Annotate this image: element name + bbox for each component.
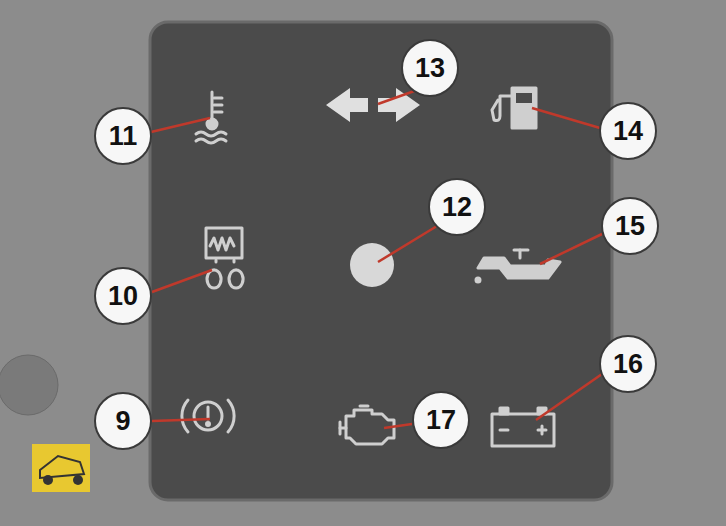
callout-circle: 17 [412, 391, 470, 449]
leader-line [536, 374, 602, 420]
leader-line [152, 270, 212, 292]
warning-panel [150, 22, 612, 500]
callout-circle: 16 [599, 335, 657, 393]
leader-line [151, 118, 210, 132]
callout-circle: 12 [428, 178, 486, 236]
leader-line [540, 234, 602, 264]
car-icon [32, 444, 90, 492]
callout-circle: 9 [94, 392, 152, 450]
leader-line [384, 424, 412, 428]
callout-number: 16 [613, 351, 643, 378]
callout-number: 17 [426, 407, 456, 434]
oil-pressure-icon [476, 250, 560, 282]
callout-circle: 13 [401, 39, 459, 97]
leader-lines [151, 80, 602, 428]
callout-circle: 14 [599, 102, 657, 160]
brake-warning-icon [182, 400, 234, 432]
glow-plug-icon [206, 228, 243, 288]
callout-number: 11 [109, 123, 138, 150]
callout-number: 13 [415, 55, 445, 82]
callout-circle: 15 [601, 197, 659, 255]
fuel-pump-icon [492, 88, 536, 128]
callout-circle: 10 [94, 267, 152, 325]
callout-number: 15 [615, 213, 645, 240]
leader-line [532, 108, 600, 128]
callout-circle: 11 [94, 107, 152, 165]
leader-line [152, 419, 210, 421]
callout-number: 12 [442, 194, 472, 221]
callout-number: 9 [115, 408, 130, 435]
coolant-temperature-icon [196, 92, 226, 143]
engine-check-icon [340, 406, 394, 444]
callout-number: 14 [613, 118, 643, 145]
callout-number: 10 [108, 283, 138, 310]
leader-line [378, 226, 437, 262]
warning-circle-icon [350, 243, 394, 287]
dash-knob [0, 355, 58, 415]
